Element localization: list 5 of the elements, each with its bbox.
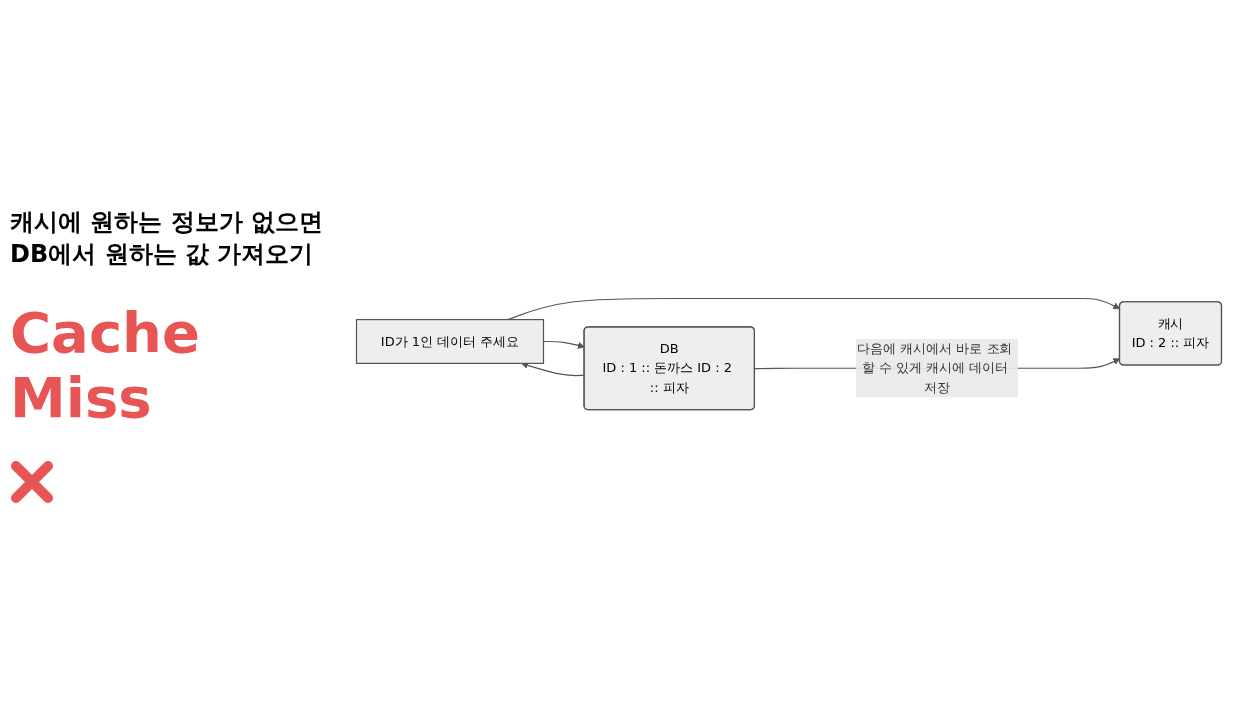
edge-label: 다음에 캐시에서 바로 조회 할 수 있게 캐시에 데이터 저장 xyxy=(857,341,1013,396)
node-box: ID가 1인 데이터 주세요 xyxy=(355,319,545,365)
heading-text: Cache Miss xyxy=(10,299,201,430)
arrow xyxy=(507,298,1121,321)
note-text: 캐시에 원하는 정보가 없으면 DB에서 원하는 값 가져오기 xyxy=(10,206,325,270)
